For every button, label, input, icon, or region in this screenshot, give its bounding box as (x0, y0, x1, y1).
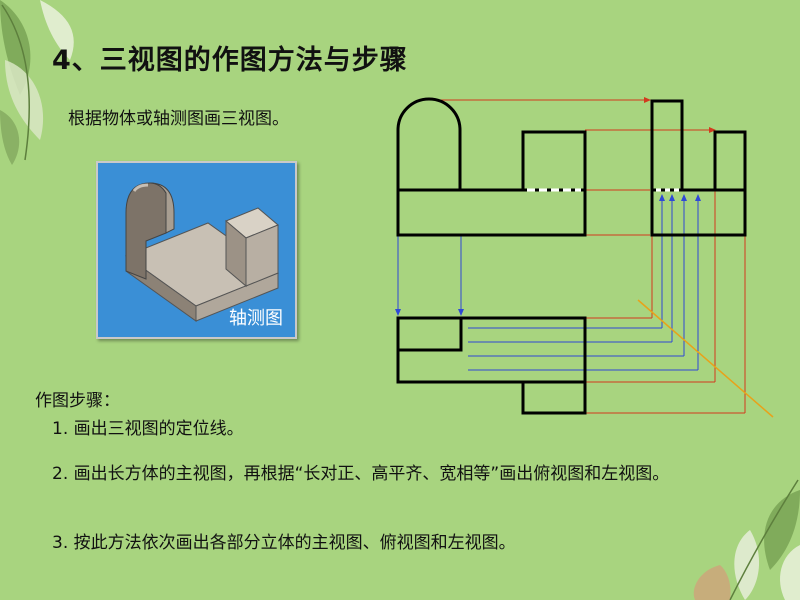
step-item-1: 1. 画出三视图的定位线。 (52, 419, 244, 439)
projection-lines-blue (397, 195, 699, 371)
axonometric-caption: 轴测图 (229, 308, 283, 329)
top-view (396, 316, 587, 415)
step-item-2: 2. 画出长方体的主视图，再根据“长对正、高平齐、宽相等”画出俯视图和左视图。 (52, 464, 670, 484)
leaf-decoration-bottom-right (693, 479, 800, 600)
miter-line (637, 299, 774, 418)
arrowheads-red (644, 97, 716, 133)
axonometric-figure: 轴测图 (96, 161, 297, 339)
axonometric-drawing (124, 182, 280, 322)
three-view-drawing (395, 97, 774, 418)
leaf-decoration-top-left (0, 0, 74, 165)
front-view (396, 97, 587, 237)
steps-heading: 作图步骤： (35, 391, 120, 411)
intro-text: 根据物体或轴测图画三视图。 (68, 109, 289, 129)
arrowheads (395, 194, 701, 316)
page-title: 4、三视图的作图方法与步骤 (52, 45, 408, 76)
step-item-3: 3. 按此方法依次画出各部分立体的主视图、俯视图和左视图。 (52, 533, 516, 553)
